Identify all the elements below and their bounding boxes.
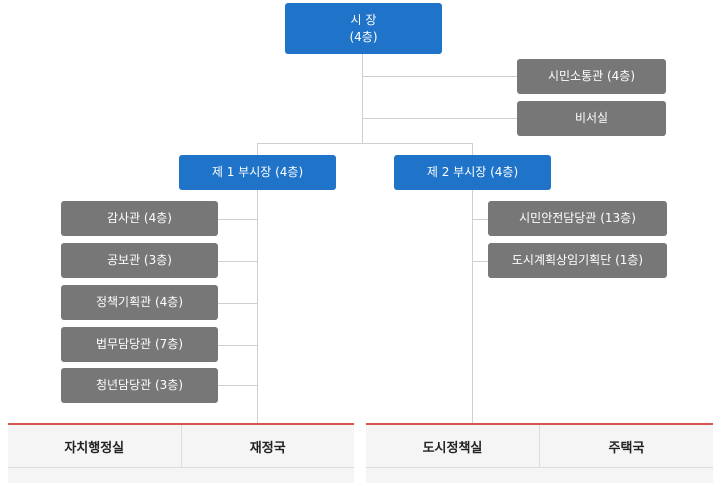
office-label: 청년담당관 (3층): [95, 378, 184, 392]
mayor-floor: (4층): [349, 29, 378, 44]
department-cell[interactable]: 자치행정실: [8, 425, 181, 468]
connector-office-d1-1: [218, 219, 258, 220]
mayor-staff-label: 비서실: [574, 111, 609, 125]
connector-office-d1-5: [218, 385, 258, 386]
deputy2-box[interactable]: 제 2 부시장 (4층): [394, 155, 551, 190]
office-label: 정책기획관 (4층): [95, 295, 184, 309]
connector-office-d2-1: [472, 219, 488, 220]
mayor-staff-label: 시민소통관 (4층): [547, 69, 636, 83]
mayor-title: 시 장: [350, 12, 377, 27]
connector-office-d1-2: [218, 261, 258, 262]
office-label: 감사관 (4층): [107, 211, 172, 225]
office-policy-planning[interactable]: 정책기획관 (4층): [61, 285, 218, 320]
connector-office-d1-3: [218, 303, 258, 304]
department-table-right: 도시정책실 주택국: [366, 423, 713, 483]
department-cell[interactable]: 주택국: [539, 425, 713, 468]
office-label: 공보관 (3층): [107, 253, 172, 267]
connector-staff-2: [362, 118, 517, 119]
connector-mayor-vertical: [362, 54, 363, 144]
office-legal-affairs[interactable]: 법무담당관 (7층): [61, 327, 218, 362]
connector-office-d2-2: [472, 261, 488, 262]
office-audit[interactable]: 감사관 (4층): [61, 201, 218, 236]
office-youth[interactable]: 청년담당관 (3층): [61, 368, 218, 403]
connector-deputy2-top: [472, 143, 473, 155]
office-label: 시민안전담당관 (13층): [519, 211, 636, 225]
mayor-box[interactable]: 시 장 (4층): [285, 3, 442, 54]
connector-deputy2-vertical: [472, 190, 473, 423]
office-urban-planning[interactable]: 도시계획상임기획단 (1층): [488, 243, 667, 278]
department-cell[interactable]: 재정국: [180, 425, 354, 468]
deputy2-title: 제 2 부시장 (4층): [426, 165, 519, 179]
connector-staff-1: [362, 76, 517, 77]
mayor-staff-secretariat[interactable]: 비서실: [517, 101, 666, 136]
deputy1-box[interactable]: 제 1 부시장 (4층): [179, 155, 336, 190]
connector-deputy1-top: [257, 143, 258, 155]
mayor-staff-communication[interactable]: 시민소통관 (4층): [517, 59, 666, 94]
connector-deputy-horizontal: [257, 143, 473, 144]
connector-office-d1-4: [218, 345, 258, 346]
department-table-left: 자치행정실 재정국: [8, 423, 354, 483]
office-label: 도시계획상임기획단 (1층): [511, 253, 644, 267]
connector-deputy1-vertical: [257, 190, 258, 423]
deputy1-title: 제 1 부시장 (4층): [211, 165, 304, 179]
office-label: 법무담당관 (7층): [95, 337, 184, 351]
office-citizen-safety[interactable]: 시민안전담당관 (13층): [488, 201, 667, 236]
department-cell[interactable]: 도시정책실: [366, 425, 539, 468]
office-public-relations[interactable]: 공보관 (3층): [61, 243, 218, 278]
